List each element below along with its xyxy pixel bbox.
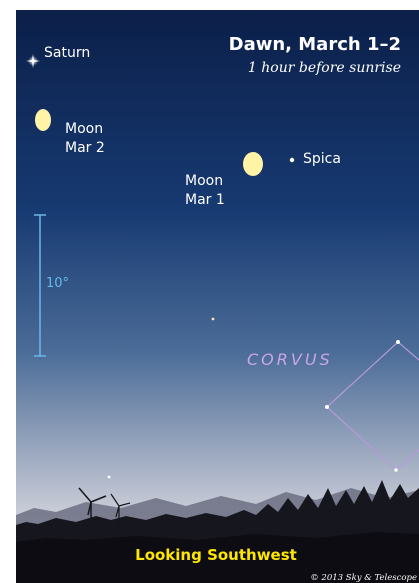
chart-title: Dawn, March 1–2 <box>229 34 401 55</box>
sky-chart-svg: Dawn, March 1–2 1 hour before sunrise Sa… <box>16 10 419 583</box>
star-icon <box>26 54 40 68</box>
moon-mar1-label: Moon <box>185 173 223 189</box>
horizon-star <box>107 475 111 479</box>
saturn-label: Saturn <box>44 45 90 61</box>
moon-mar2-date: Mar 2 <box>65 140 105 156</box>
sky-background <box>16 10 419 583</box>
moon-mar1-date: Mar 1 <box>185 192 225 208</box>
wind-turbine-icon <box>110 493 131 534</box>
foreground-ground <box>16 532 419 583</box>
moon-mar2-label: Moon <box>65 121 103 137</box>
direction-label: Looking Southwest <box>135 546 297 564</box>
copyright-credit: © 2013 Sky & Telescope <box>310 573 417 583</box>
constellation-label: CORVUS <box>247 350 333 369</box>
moon-mar1-icon <box>243 152 263 176</box>
spica-label: Spica <box>303 151 341 167</box>
wind-turbine-icon <box>78 487 107 538</box>
saturn-marker <box>26 54 40 68</box>
scale-bar <box>34 214 46 357</box>
scale-bar-label: 10° <box>46 276 69 291</box>
moon-mar2-icon <box>35 109 51 131</box>
chart-subtitle: 1 hour before sunrise <box>248 60 401 76</box>
faint-star <box>211 317 215 321</box>
spica-star <box>289 157 295 163</box>
corvus-stars <box>325 340 400 472</box>
sky-chart: Dawn, March 1–2 1 hour before sunrise Sa… <box>16 10 419 583</box>
